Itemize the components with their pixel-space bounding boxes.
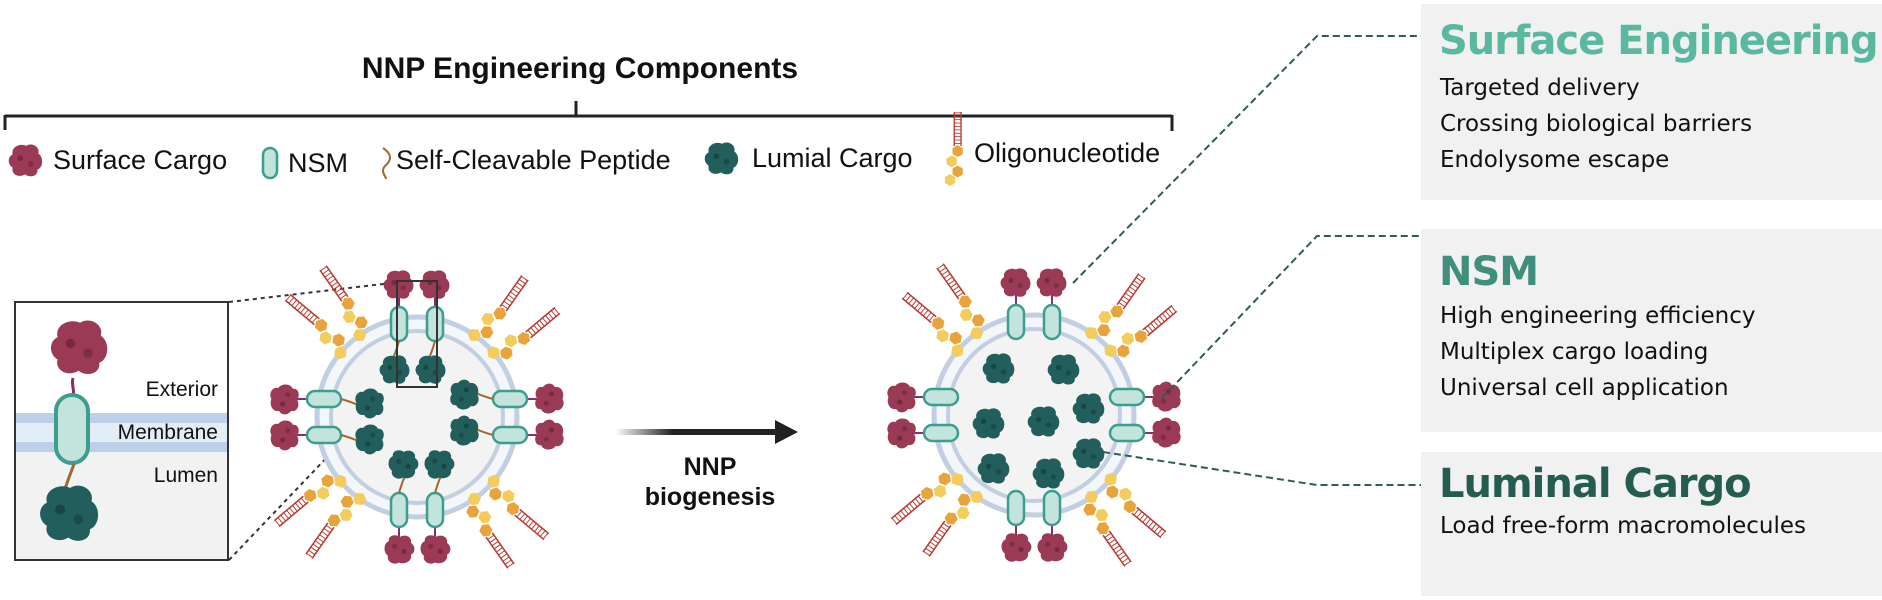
luminal-cargo	[972, 408, 1005, 439]
nsm-construct	[450, 379, 564, 414]
leader-luminal	[1102, 451, 1421, 486]
surface-cargo	[1001, 533, 1032, 562]
legend-label-nsm: NSM	[288, 148, 348, 178]
panel-title-luminal-cargo: Luminal Cargo	[1439, 461, 1752, 507]
luminal-cargo	[388, 450, 419, 479]
luminal-cargo	[415, 355, 446, 384]
nsm-capsule-icon	[261, 146, 279, 180]
nsm-construct	[887, 418, 960, 449]
surface-cargo	[270, 420, 299, 451]
surface-cargo	[1152, 381, 1181, 412]
surface-cargo	[270, 384, 299, 415]
panel-nsm: NSM High engineering efficiency Multiple…	[1421, 229, 1882, 432]
biogenesis-label-line1: NNP	[683, 453, 737, 481]
luminal-cargo	[1072, 393, 1105, 424]
biogenesis-arrow	[615, 420, 798, 444]
surface-cargo	[535, 383, 564, 414]
panel-luminal-cargo: Luminal Cargo Load free-form macromolecu…	[1421, 452, 1882, 596]
nsm-construct	[270, 420, 384, 455]
inset-surface-cargo	[50, 320, 108, 375]
legend-label-luminal-cargo: Lumial Cargo	[752, 143, 913, 173]
panel-item: Targeted delivery	[1440, 75, 1640, 101]
zoom-box	[396, 280, 438, 388]
luminal-cargo	[450, 379, 479, 410]
surface-cargo	[535, 419, 564, 450]
panel-item: Crossing biological barriers	[1440, 111, 1753, 137]
surface-cargo	[419, 270, 450, 299]
oligonucleotide-icon	[944, 111, 964, 187]
surface-cargo	[887, 382, 916, 413]
surface-cargo	[1036, 268, 1067, 297]
panel-item: Load free-form macromolecules	[1440, 513, 1807, 539]
inset-luminal-cargo	[40, 485, 99, 541]
leader-surface	[1072, 35, 1421, 284]
surface-cargo	[1000, 268, 1031, 297]
nsm-construct	[1108, 381, 1181, 412]
nsm-construct	[1001, 489, 1032, 562]
panel-item: Universal cell application	[1440, 375, 1729, 401]
luminal-cargo-icon	[704, 142, 739, 175]
surface-cargo-icon	[8, 144, 43, 177]
nsm-construct	[415, 270, 450, 384]
legend-label-surface-cargo: Surface Cargo	[53, 145, 228, 175]
inset-label-membrane: Membrane	[117, 421, 218, 444]
nsm-construct	[1108, 417, 1181, 448]
inset-nsm	[54, 393, 90, 465]
nsm-construct	[1036, 268, 1067, 341]
surface-cargo	[384, 535, 415, 564]
page-title: NNP Engineering Components	[361, 52, 799, 85]
components-bracket	[3, 101, 1174, 131]
luminal-cargo	[450, 415, 479, 446]
luminal-cargo	[355, 424, 384, 455]
surface-cargo	[887, 418, 916, 449]
luminal-cargo	[1032, 458, 1065, 489]
peptide-linker-icon	[382, 147, 391, 180]
membrane-inset	[14, 301, 229, 561]
luminal-cargo	[982, 353, 1015, 384]
panel-item: Multiplex cargo loading	[1440, 339, 1709, 365]
nsm-construct	[420, 450, 455, 564]
luminal-cargo	[1047, 354, 1080, 385]
nnp-vesicle-left	[270, 263, 564, 571]
panel-title-nsm: NSM	[1439, 249, 1539, 295]
luminal-cargo	[1072, 438, 1105, 469]
legend-label-peptide: Self-Cleavable Peptide	[396, 145, 671, 175]
luminal-cargo	[424, 450, 455, 479]
surface-cargo	[1037, 533, 1068, 562]
surface-cargo	[420, 535, 451, 564]
panel-title-surface-engineering: Surface Engineering	[1439, 18, 1879, 64]
luminal-cargo	[355, 388, 384, 419]
nsm-construct	[887, 382, 960, 413]
luminal-cargo	[977, 453, 1010, 484]
panel-item: Endolysome escape	[1440, 147, 1670, 173]
nsm-construct	[270, 384, 384, 419]
nsm-construct	[1037, 489, 1068, 562]
leader-nsm	[1161, 235, 1421, 399]
inset-label-lumen: Lumen	[153, 464, 218, 487]
luminal-cargo	[1027, 406, 1060, 437]
luminal-cargo	[379, 355, 410, 384]
surface-cargo	[1152, 417, 1181, 448]
nsm-construct	[450, 415, 564, 450]
surface-cargo	[383, 270, 414, 299]
panel-item: High engineering efficiency	[1440, 303, 1756, 329]
nsm-construct	[1000, 268, 1031, 341]
inset-label-exterior: Exterior	[145, 378, 218, 401]
biogenesis-label-line2: biogenesis	[644, 483, 776, 511]
nsm-construct	[384, 450, 419, 564]
panel-surface-engineering: Surface Engineering Targeted delivery Cr…	[1421, 4, 1882, 200]
biogenesis-label: NNP biogenesis	[640, 452, 780, 512]
leader-lines	[1072, 35, 1421, 486]
legend-label-oligonucleotide: Oligonucleotide	[974, 138, 1161, 168]
nnp-vesicle-right	[887, 261, 1181, 569]
